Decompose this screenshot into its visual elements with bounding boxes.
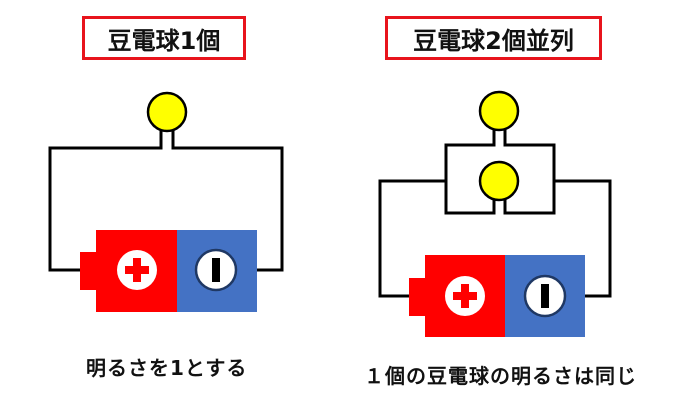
minus-icon — [541, 284, 549, 308]
battery-icon — [80, 230, 257, 312]
battery-terminal — [80, 252, 97, 290]
plus-icon-v — [133, 258, 141, 282]
title-box-parallel-bulbs: 豆電球2個並列 — [385, 16, 602, 60]
caption-single-bulb: 明るさを1とする — [86, 356, 248, 380]
parallel-branch-wire — [444, 130, 556, 215]
plus-icon-v — [461, 284, 469, 308]
left-wire — [48, 130, 284, 272]
title-parallel-bulbs: 豆電球2個並列 — [413, 26, 574, 55]
right-circuit — [378, 90, 612, 337]
minus-icon — [212, 258, 220, 282]
bulb-icon-bottom — [478, 160, 520, 202]
title-single-bulb: 豆電球1個 — [107, 26, 221, 55]
battery-terminal — [409, 278, 426, 316]
left-circuit — [48, 91, 284, 312]
title-box-single-bulb: 豆電球1個 — [82, 16, 246, 60]
bulb-icon-top — [478, 90, 520, 132]
caption-parallel-bulbs: １個の豆電球の明るさは同じ — [364, 364, 637, 388]
battery-icon — [409, 255, 585, 337]
right-wire — [378, 179, 612, 298]
bulb-icon — [146, 91, 188, 133]
